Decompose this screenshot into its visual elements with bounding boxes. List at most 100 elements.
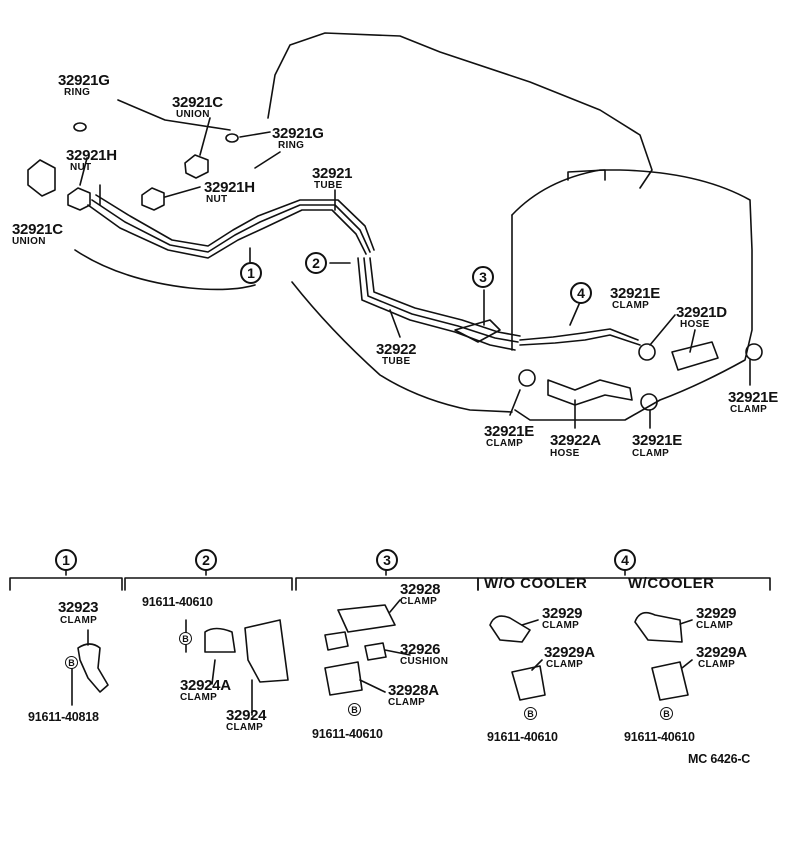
engine-lower — [291, 281, 513, 413]
bolt-mark-5: B — [660, 707, 673, 720]
bracket-sec3 — [295, 577, 479, 591]
bolt-91611-40818: 91611-40818 — [28, 710, 99, 724]
label-32921c-2-name: UNION — [12, 236, 46, 247]
bolt-91611-40610-sec3: 91611-40610 — [312, 727, 383, 741]
label-32921e-3-name: CLAMP — [486, 438, 524, 449]
tube-32922-c — [369, 257, 521, 337]
clamp-32928 — [337, 604, 396, 633]
clamp-32929-wo — [489, 615, 531, 643]
label-32923-name: CLAMP — [60, 615, 98, 626]
header-w-cooler: W/COOLER — [628, 575, 715, 592]
callout-4: 4 — [570, 282, 592, 304]
label-32928a-name: CLAMP — [388, 697, 426, 708]
label-32921g-2-name: RING — [278, 140, 305, 151]
clamp-32924a — [204, 627, 236, 653]
bolt-mark-2: B — [179, 632, 192, 645]
callout-2: 2 — [305, 252, 327, 274]
section-2-marker: 2 — [195, 549, 217, 571]
label-32929-wo-name: CLAMP — [542, 620, 580, 631]
tube-32922-a — [357, 257, 516, 351]
label-32928-name: CLAMP — [400, 596, 438, 607]
label-32926-part: 32926 — [400, 641, 441, 658]
label-32921e-4-part: 32921E — [632, 432, 682, 449]
label-32928-part: 32928 — [400, 581, 441, 598]
tube-rear — [519, 334, 641, 346]
label-32922a-name: HOSE — [550, 448, 580, 459]
header-wo-cooler: W/O COOLER — [484, 575, 588, 592]
label-32921-name: TUBE — [314, 180, 343, 191]
section-1-marker: 1 — [55, 549, 77, 571]
label-32922a-part: 32922A — [550, 432, 601, 449]
cushion-32926 — [324, 631, 349, 651]
label-32921g-part: 32921G — [58, 72, 110, 89]
label-32921e-4-name: CLAMP — [632, 448, 670, 459]
engine-outline — [267, 32, 653, 189]
label-32924a-name: CLAMP — [180, 692, 218, 703]
transmission-outline — [511, 169, 753, 421]
label-32929-w-name: CLAMP — [696, 620, 734, 631]
callout-1: 1 — [240, 262, 262, 284]
tube-32921-a — [91, 199, 371, 253]
bracket-3 — [454, 319, 501, 343]
tube-32921-c — [87, 204, 367, 259]
hose-32921d — [671, 341, 719, 371]
label-32921h-2-part: 32921H — [204, 179, 255, 196]
label-32921e-1-part: 32921E — [610, 285, 660, 302]
label-32928a-part: 32928A — [388, 682, 439, 699]
bolt-91611-40610-w: 91611-40610 — [624, 730, 695, 744]
bolt-mark-4: B — [524, 707, 537, 720]
label-32921e-3-part: 32921E — [484, 423, 534, 440]
label-32924a-part: 32924A — [180, 677, 231, 694]
label-32929a-w-part: 32929A — [696, 644, 747, 661]
figure-code: MC 6426-C — [688, 752, 751, 766]
label-32921c-2-part: 32921C — [12, 221, 63, 238]
label-32921h-part: 32921H — [66, 147, 117, 164]
tube-rear-b — [519, 328, 639, 341]
callout-3: 3 — [472, 266, 494, 288]
label-32922-name: TUBE — [382, 356, 411, 367]
cushion-32926b — [364, 642, 387, 661]
label-32921c-part: 32921C — [172, 94, 223, 111]
tube-32922-b — [363, 257, 519, 343]
label-32929-wo-part: 32929 — [542, 605, 583, 622]
label-32921d-part: 32921D — [676, 304, 727, 321]
union-body — [27, 159, 56, 197]
label-32921c-name: UNION — [176, 109, 210, 120]
label-32921g-name: RING — [64, 87, 91, 98]
label-32929a-wo-name: CLAMP — [546, 659, 584, 670]
label-32921h-name: NUT — [70, 162, 92, 173]
clamp-32929a-w — [651, 661, 689, 701]
bolt-91611-40610-sec2: 91611-40610 — [142, 595, 213, 609]
label-32922-part: 32922 — [376, 341, 417, 358]
label-32921e-2-name: CLAMP — [730, 404, 768, 415]
clamp-32923 — [77, 643, 109, 693]
bracket-sec1 — [9, 577, 123, 591]
label-32929a-wo-part: 32929A — [544, 644, 595, 661]
label-32926-name: CUSHION — [400, 656, 449, 667]
label-32921e-1-name: CLAMP — [612, 300, 650, 311]
clamp-32924 — [244, 619, 289, 683]
section-3-marker: 3 — [376, 549, 398, 571]
clamp-32929a-wo — [511, 665, 546, 701]
bracket-sec4 — [477, 577, 771, 591]
bolt-mark-1: B — [65, 656, 78, 669]
label-32921d-name: HOSE — [680, 319, 710, 330]
label-32921h-2-name: NUT — [206, 194, 228, 205]
label-32921e-2-part: 32921E — [728, 389, 778, 406]
label-32929-w-part: 32929 — [696, 605, 737, 622]
label-32923-part: 32923 — [58, 599, 99, 616]
label-32924-part: 32924 — [226, 707, 267, 724]
bolt-mark-3: B — [348, 703, 361, 716]
bolt-91611-40610-wo: 91611-40610 — [487, 730, 558, 744]
clamp-32929-w — [634, 611, 683, 643]
engine-base — [74, 249, 256, 291]
hose-32922a — [547, 379, 633, 406]
label-32921-part: 32921 — [312, 165, 353, 182]
label-32924-name: CLAMP — [226, 722, 264, 733]
label-32929a-w-name: CLAMP — [698, 659, 736, 670]
section-4-marker: 4 — [614, 549, 636, 571]
bracket-sec2 — [124, 577, 293, 591]
label-32921g-2-part: 32921G — [272, 125, 324, 142]
